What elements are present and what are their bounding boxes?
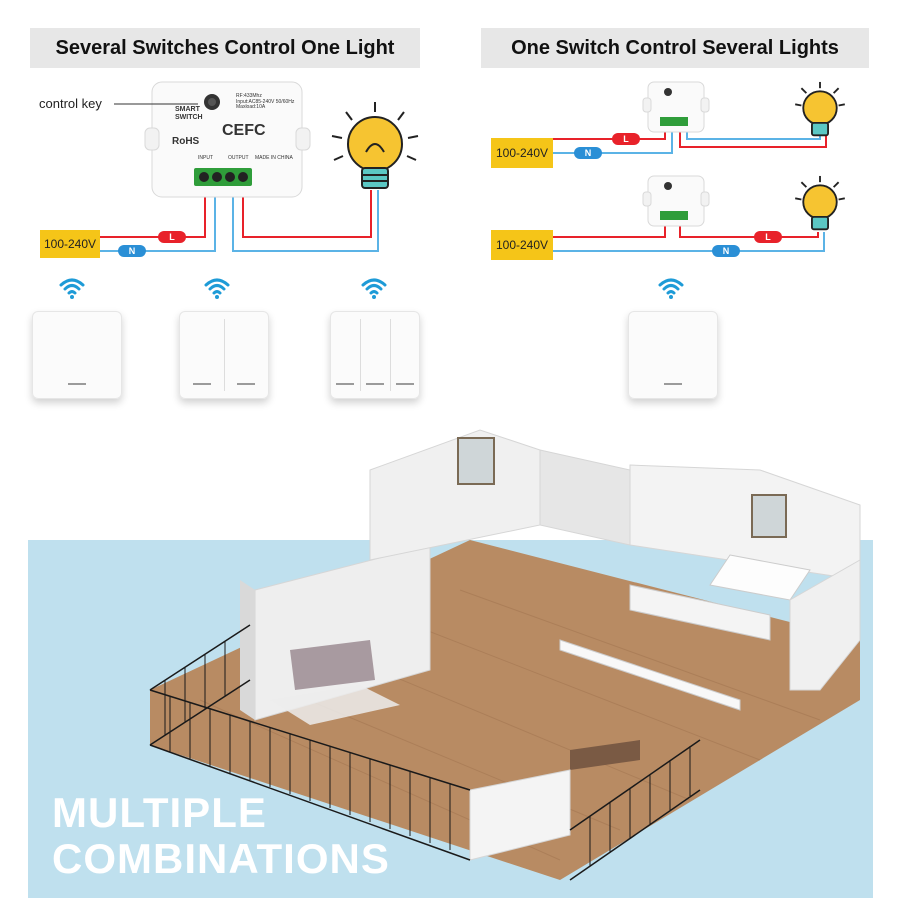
module-brand: SMART SWITCH (175, 106, 203, 121)
neutral-tag: N (118, 245, 146, 257)
module-rohs: RoHS (172, 136, 200, 147)
neutral-tag-bottom: N (712, 245, 740, 257)
light-bulb-icon (795, 81, 845, 137)
output-neutral-wire (232, 176, 379, 252)
output-live-wire (242, 176, 372, 238)
wall-switch-3-gang (330, 311, 420, 399)
wall (629, 464, 861, 581)
multiple-combinations-caption: MULTIPLE COMBINATIONS (52, 789, 390, 882)
wall-switch-1-gang-right (628, 311, 718, 399)
module-terminal-input: INPUT (198, 155, 213, 161)
heading-several-switches-one-light: Several Switches Control One Light (30, 28, 420, 68)
live-tag-bottom: L (754, 231, 782, 243)
wifi-icon (204, 278, 230, 299)
wall (469, 769, 571, 861)
module-terminal-output: OUTPUT (228, 155, 249, 161)
wall (539, 449, 631, 546)
balcony-railing (149, 624, 701, 881)
light-bulb-icon (795, 175, 845, 231)
wifi-icon (59, 278, 85, 299)
module-specs: RF:433Mhz Input:AC85-240V 50/60Hz Maxloa… (236, 93, 295, 110)
heading-one-switch-several-lights: One Switch Control Several Lights (481, 28, 869, 68)
module-made-in: MADE IN CHINA (255, 155, 293, 161)
isometric-floorplan (149, 429, 861, 881)
wall-switch-2-gang (179, 311, 269, 399)
voltage-label-bottom: 100-240V (491, 230, 553, 260)
voltage-label-top: 100-240V (491, 138, 553, 168)
module-cert-marks: CEFC (222, 122, 266, 139)
smart-switch-module (642, 175, 710, 227)
smart-switch-module (642, 81, 710, 133)
control-key-label: control key (39, 96, 102, 111)
wifi-icon (658, 278, 684, 299)
light-bulb-icon (331, 102, 419, 189)
voltage-label: 100-240V (40, 230, 100, 258)
live-tag: L (158, 231, 186, 243)
wifi-icon (361, 278, 387, 299)
smart-switch-module (114, 81, 311, 198)
wall-switch-1-gang (32, 311, 122, 399)
live-tag-top: L (612, 133, 640, 145)
neutral-tag-top: N (574, 147, 602, 159)
